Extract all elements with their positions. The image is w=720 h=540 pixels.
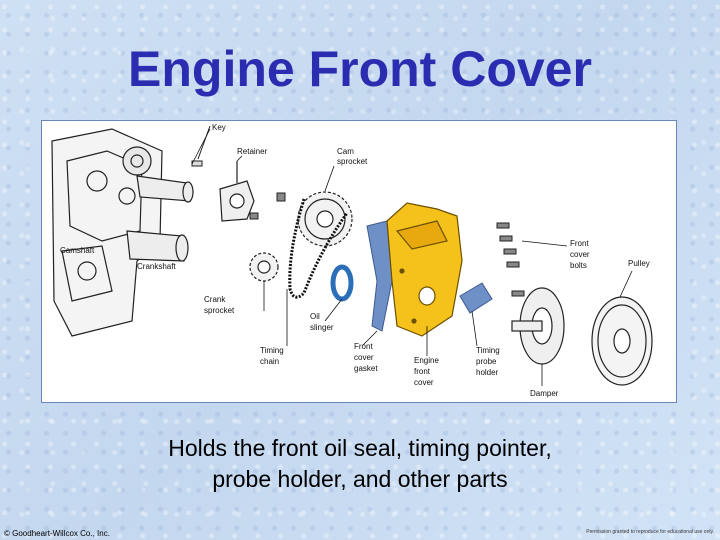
damper (511, 287, 565, 365)
label-front-cover-bolts-2: cover (570, 250, 590, 259)
label-camshaft: Camshaft (60, 246, 95, 255)
label-timing-probe-holder-3: holder (476, 368, 499, 377)
leader-lines (191, 128, 633, 386)
label-timing-probe-holder-1: Timing (476, 346, 500, 355)
timing-chain (288, 198, 349, 299)
cam-sprocket (297, 191, 353, 247)
caption-line-2: probe holder, and other parts (212, 466, 508, 492)
label-crank-sprocket-1: Crank (204, 295, 226, 304)
label-oil-slinger-1: Oil (310, 312, 320, 321)
label-pulley: Pulley (628, 259, 650, 268)
slide-title: Engine Front Cover (128, 41, 592, 97)
label-engine-front-cover-3: cover (414, 378, 434, 387)
permission-footer: Permission granted to reproduce for educ… (586, 529, 714, 535)
timing-probe-holder (459, 282, 493, 314)
retainer (219, 161, 255, 222)
label-retainer: Retainer (237, 147, 268, 156)
engine-block (51, 128, 163, 337)
label-damper: Damper (530, 389, 559, 398)
label-engine-front-cover-1: Engine (414, 356, 439, 365)
engine-front-cover (386, 202, 463, 337)
label-front-cover-gasket-3: gasket (354, 364, 378, 373)
label-timing-chain-2: chain (260, 357, 279, 366)
label-crankshaft: Crankshaft (137, 262, 176, 271)
pulley (591, 296, 653, 386)
copyright-footer: © Goodheart-Willcox Co., Inc. (4, 529, 110, 538)
oil-slinger (330, 264, 354, 302)
label-front-cover-gasket-2: cover (354, 353, 374, 362)
label-front-cover-bolts-1: Front (570, 239, 589, 248)
label-oil-slinger-2: slinger (310, 323, 334, 332)
label-cam-sprocket-2: sprocket (337, 157, 368, 166)
camshaft (136, 175, 194, 203)
caption-line-1: Holds the front oil seal, timing pointer… (168, 435, 552, 461)
label-cam-sprocket-1: Cam (337, 147, 354, 156)
label-crank-sprocket-2: sprocket (204, 306, 235, 315)
front-cover-bolts (249, 192, 525, 297)
label-key: Key (212, 123, 226, 132)
crank-sprocket (249, 252, 279, 282)
slide-caption: Holds the front oil seal, timing pointer… (60, 433, 660, 495)
label-front-cover-gasket-1: Front (354, 342, 373, 351)
crankshaft (126, 230, 189, 262)
label-timing-chain-1: Timing (260, 346, 284, 355)
label-front-cover-bolts-3: bolts (570, 261, 587, 270)
label-engine-front-cover-2: front (414, 367, 431, 376)
label-timing-probe-holder-2: probe (476, 357, 497, 366)
engine-front-cover-diagram: Key Retainer Cam sprocket Camshaft Crank… (41, 120, 677, 403)
